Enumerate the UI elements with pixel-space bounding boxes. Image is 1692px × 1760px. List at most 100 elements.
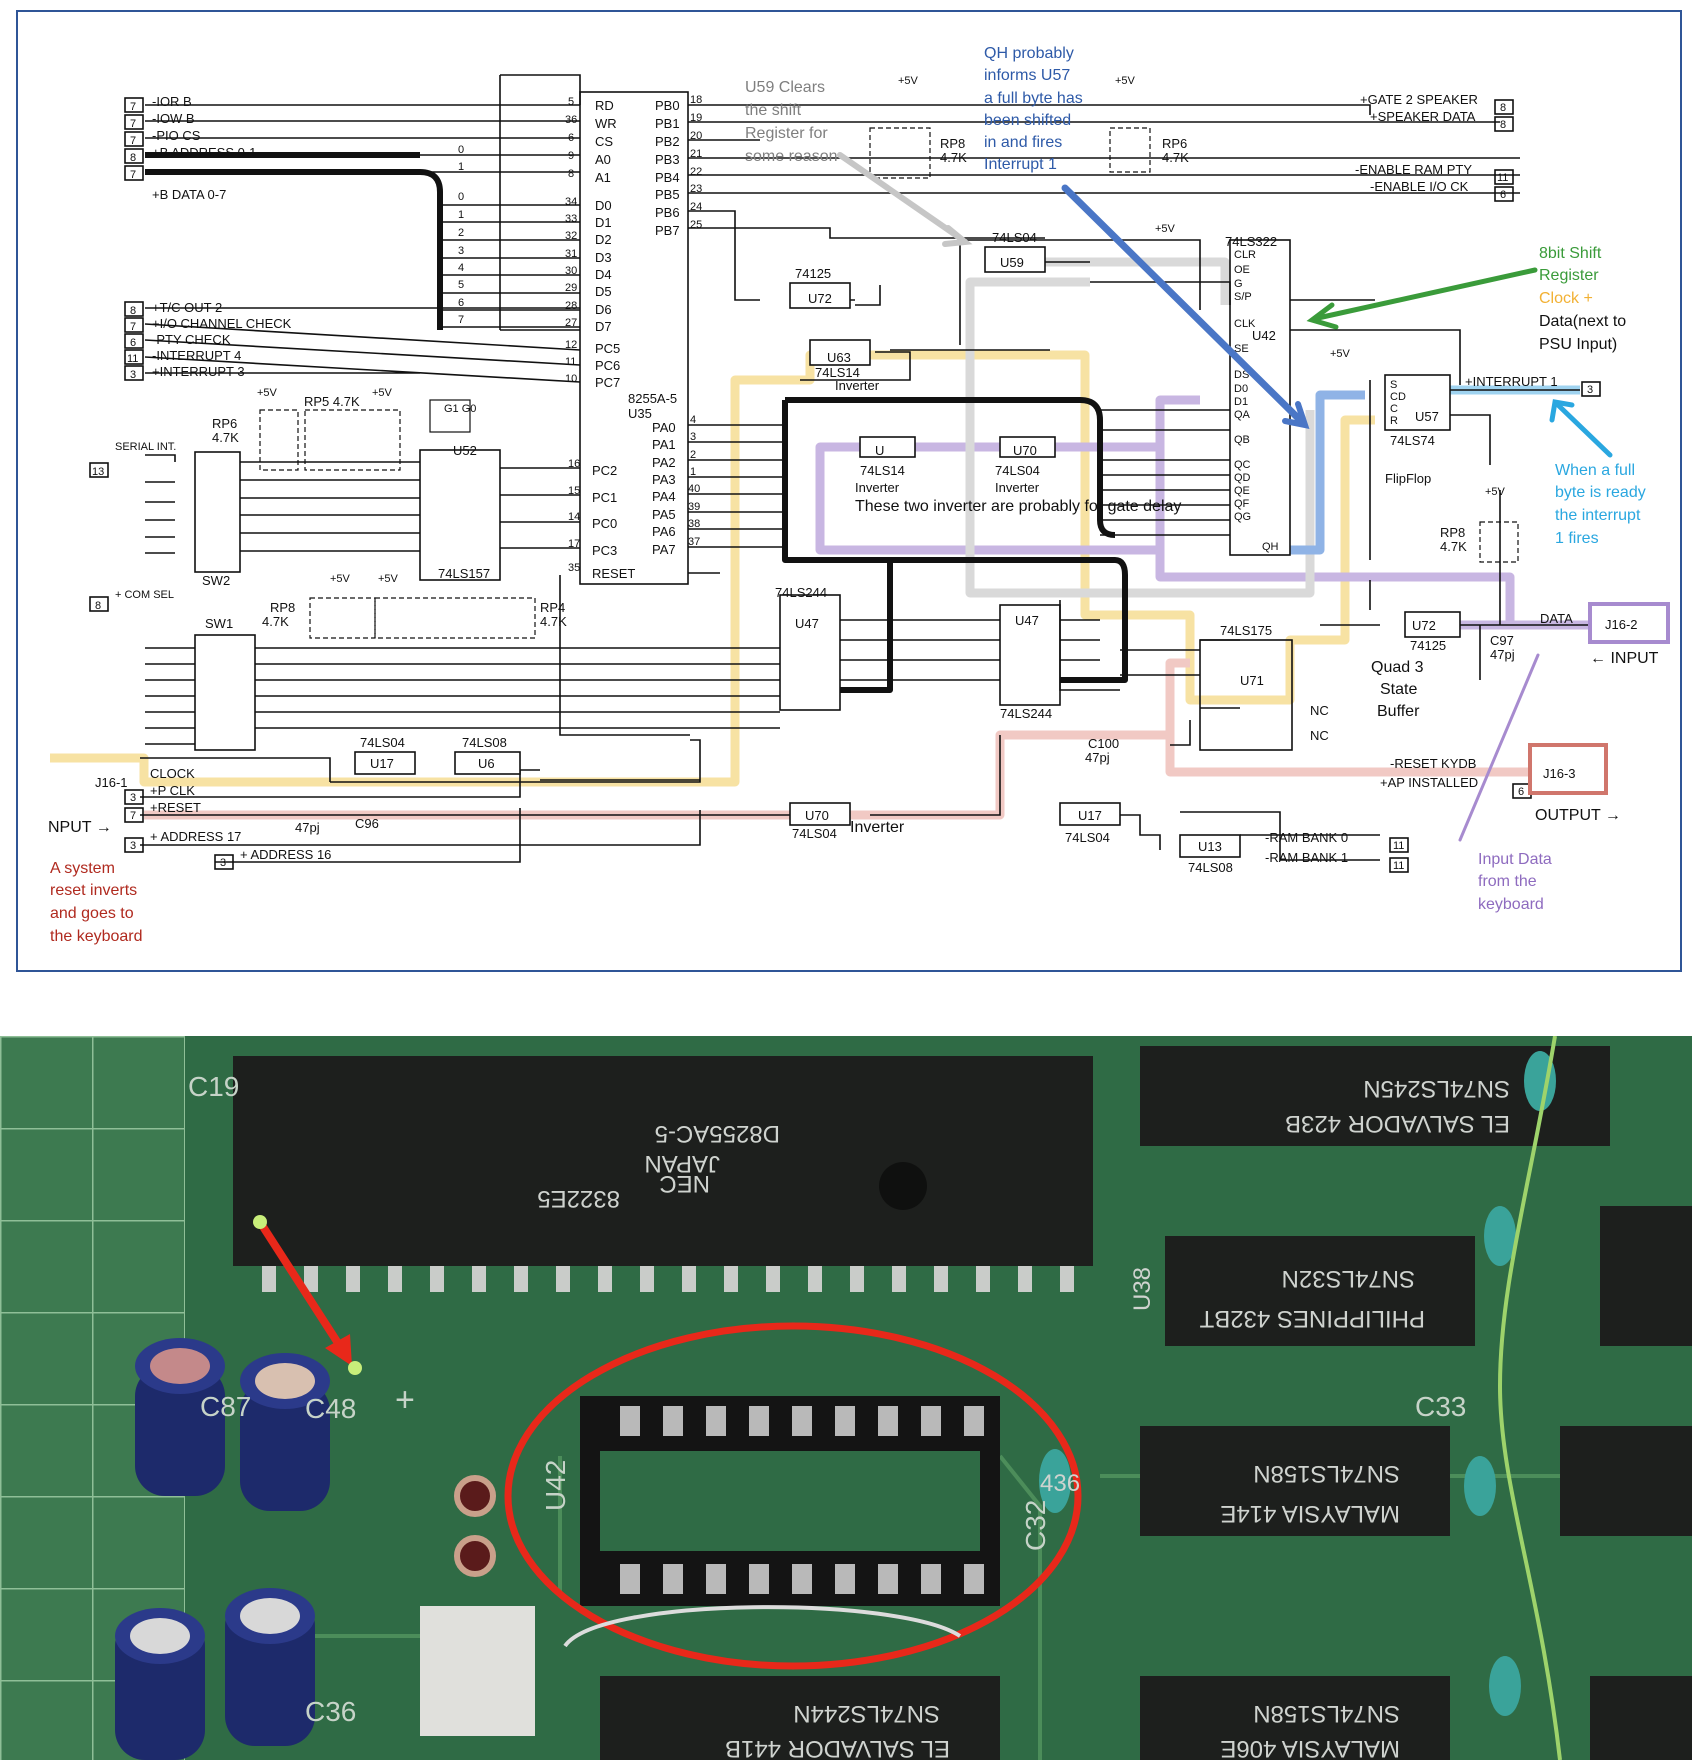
svg-text:13: 13	[92, 466, 104, 478]
svg-text:NEC: NEC	[659, 1170, 710, 1197]
chip-sn74ls244n: SN74LS244N EL SALVADOR 441B	[600, 1676, 1000, 1760]
svg-text:D8255AC-5: D8255AC-5	[655, 1120, 780, 1147]
svg-text:U52: U52	[453, 443, 477, 458]
svg-text:RP8: RP8	[1440, 525, 1465, 540]
svg-text:SW2: SW2	[202, 573, 230, 588]
svg-text:U57: U57	[1415, 409, 1439, 424]
svg-text:47pj: 47pj	[295, 820, 320, 835]
svg-text:EL SALVADOR 423B: EL SALVADOR 423B	[1285, 1110, 1510, 1137]
svg-text:6: 6	[1500, 189, 1506, 201]
svg-text:23: 23	[690, 183, 702, 195]
svg-text:22: 22	[690, 166, 702, 178]
svg-text:U59 Clears: U59 Clears	[745, 79, 825, 96]
chip-u71: 74LS175 U71	[1199, 623, 1293, 751]
svg-text:8: 8	[1500, 102, 1506, 114]
annotation-arrows	[837, 152, 1613, 842]
svg-text:5: 5	[568, 96, 574, 108]
svg-text:36: 36	[565, 114, 577, 126]
svg-text:7: 7	[130, 321, 136, 333]
svg-text:CLK: CLK	[1234, 318, 1256, 330]
electrolytic-capacitors	[115, 1338, 330, 1760]
svg-text:PA3: PA3	[652, 472, 676, 487]
svg-text:CLR: CLR	[1234, 249, 1256, 261]
svg-text:PA5: PA5	[652, 507, 676, 522]
resistor-packs	[259, 127, 1519, 639]
svg-text:U42: U42	[540, 1460, 571, 1511]
svg-text:74LS175: 74LS175	[1220, 623, 1272, 638]
svg-text:These two inverter are probabl: These two inverter are probably for gate…	[855, 498, 1181, 515]
chip-u57: U57 74LS74 FlipFlop	[1384, 374, 1451, 486]
svg-text:U42: U42	[1252, 328, 1276, 343]
svg-text:NC: NC	[1310, 703, 1329, 718]
svg-text:SN74LS244N: SN74LS244N	[793, 1700, 940, 1727]
svg-text:Buffer: Buffer	[1377, 703, 1420, 720]
svg-text:U47: U47	[795, 616, 819, 631]
svg-text:PC1: PC1	[592, 490, 617, 505]
svg-text:33: 33	[565, 213, 577, 225]
svg-text:3: 3	[690, 431, 696, 443]
svg-text:the keyboard: the keyboard	[50, 928, 143, 945]
svg-text:29: 29	[565, 282, 577, 294]
svg-text:7: 7	[130, 101, 136, 113]
svg-text:U59: U59	[1000, 255, 1024, 270]
svg-text:+5V: +5V	[1115, 75, 1136, 87]
svg-text:U72: U72	[808, 291, 832, 306]
svg-text:PC5: PC5	[595, 341, 620, 356]
svg-text:Inverter: Inverter	[855, 480, 900, 495]
chip-u47-right: 74LS244 U47	[999, 604, 1061, 721]
svg-text:the interrupt: the interrupt	[1555, 507, 1641, 524]
svg-text:EL SALVADOR 441B: EL SALVADOR 441B	[725, 1735, 950, 1760]
svg-text:QB: QB	[1234, 434, 1250, 446]
svg-text:U70: U70	[805, 808, 829, 823]
svg-text:PC2: PC2	[592, 463, 617, 478]
gates	[354, 246, 1461, 858]
svg-text:R: R	[1390, 415, 1398, 427]
svg-text:G: G	[1234, 278, 1243, 290]
svg-text:+INTERRUPT 3: +INTERRUPT 3	[152, 364, 245, 379]
svg-text:47pj: 47pj	[1490, 647, 1515, 662]
svg-text:8: 8	[130, 305, 136, 317]
svg-text:C97: C97	[1490, 633, 1514, 648]
svg-text:+I/O CHANNEL CHECK: +I/O CHANNEL CHECK	[152, 316, 292, 331]
svg-text:D2: D2	[595, 232, 612, 247]
svg-text:8bit Shift: 8bit Shift	[1539, 245, 1602, 262]
svg-text:8: 8	[130, 152, 136, 164]
svg-text:S: S	[1390, 379, 1397, 391]
svg-text:SN74LS158N: SN74LS158N	[1253, 1460, 1400, 1487]
svg-text:keyboard: keyboard	[1478, 896, 1544, 913]
j16-3-box: J16-3	[1528, 743, 1608, 795]
svg-text:74LS08: 74LS08	[462, 735, 507, 750]
svg-text:+SPEAKER DATA: +SPEAKER DATA	[1370, 109, 1476, 124]
svg-text:37: 37	[688, 536, 700, 548]
svg-text:-ENABLE RAM PTY: -ENABLE RAM PTY	[1355, 162, 1472, 177]
svg-text:74LS14: 74LS14	[860, 463, 905, 478]
svg-text:When a full: When a full	[1555, 462, 1635, 479]
svg-text:SN74LS245N: SN74LS245N	[1363, 1075, 1510, 1102]
svg-text:74125: 74125	[795, 266, 831, 281]
svg-text:U72: U72	[1412, 618, 1436, 633]
svg-text:RP6: RP6	[212, 416, 237, 431]
svg-text:2: 2	[690, 449, 696, 461]
svg-text:74LS244: 74LS244	[775, 585, 827, 600]
svg-text:11: 11	[565, 356, 576, 368]
svg-text:-PIO CS: -PIO CS	[152, 128, 201, 143]
schematic-diagram: 8255A-5 U35 U52 74LS157 G1 G0 SW2 SW1 74…	[48, 45, 1670, 945]
svg-text:-RAM BANK 0: -RAM BANK 0	[1265, 830, 1348, 845]
svg-text:18: 18	[690, 94, 702, 106]
svg-text:25: 25	[690, 219, 702, 231]
svg-text:RP8: RP8	[940, 136, 965, 151]
svg-text:G1 G0: G1 G0	[444, 403, 476, 415]
svg-text:U6: U6	[478, 756, 495, 771]
svg-text:been shifted: been shifted	[984, 112, 1071, 129]
svg-text:U: U	[875, 443, 884, 458]
svg-text:-ENABLE I/O CK: -ENABLE I/O CK	[1370, 179, 1469, 194]
highlight-grey-clear	[965, 257, 1315, 598]
svg-text:74LS04: 74LS04	[1065, 830, 1110, 845]
svg-text:byte is ready: byte is ready	[1555, 484, 1646, 501]
svg-text:OUTPUT →: OUTPUT →	[1535, 807, 1621, 824]
svg-text:PB5: PB5	[655, 187, 680, 202]
svg-text:+RESET: +RESET	[150, 800, 201, 815]
svg-text:21: 21	[690, 148, 702, 160]
svg-text:PA4: PA4	[652, 489, 676, 504]
svg-text:PA6: PA6	[652, 524, 676, 539]
